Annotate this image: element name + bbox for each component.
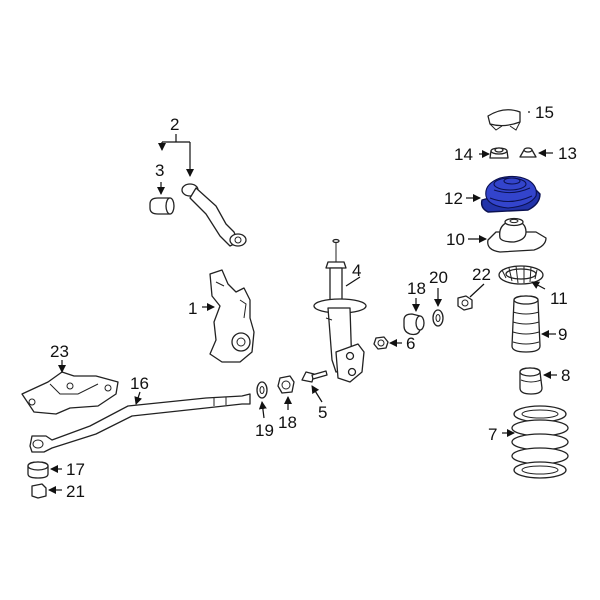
part-7-coil-spring[interactable] [511, 405, 569, 479]
callout-3[interactable]: 3 [155, 161, 164, 180]
callout-18-lower[interactable]: 18 [278, 413, 297, 432]
part-18-bushing-upper[interactable] [403, 313, 425, 336]
part-1-steering-knuckle[interactable] [209, 269, 255, 363]
part-15-cap[interactable] [487, 109, 521, 131]
part-19-washer[interactable] [256, 381, 268, 399]
part-12-strut-mount[interactable] [480, 175, 541, 213]
callout-5[interactable]: 5 [318, 403, 327, 422]
part-18-nut-lower[interactable] [277, 375, 295, 394]
callout-13[interactable]: 13 [558, 144, 577, 163]
leader-19 [258, 401, 267, 419]
callout-8[interactable]: 8 [561, 366, 570, 385]
part-11-spring-insulator[interactable] [498, 265, 544, 285]
part-4-strut[interactable] [313, 238, 367, 383]
callout-9[interactable]: 9 [558, 325, 567, 344]
part-5-bolt[interactable] [301, 370, 328, 383]
callout-21[interactable]: 21 [66, 482, 85, 501]
callout-23[interactable]: 23 [50, 342, 69, 361]
callout-10[interactable]: 10 [446, 230, 465, 249]
callout-12[interactable]: 12 [444, 189, 463, 208]
callout-15[interactable]: 15 [535, 103, 554, 122]
callout-22[interactable]: 22 [472, 265, 491, 284]
callout-14[interactable]: 14 [454, 145, 473, 164]
part-14-nut[interactable] [489, 147, 509, 159]
callout-19[interactable]: 19 [255, 421, 274, 440]
callout-4[interactable]: 4 [352, 261, 361, 280]
leader-11 [531, 281, 546, 290]
callout-17[interactable]: 17 [66, 460, 85, 479]
leader-16 [134, 391, 143, 405]
part-20-washer[interactable] [432, 309, 444, 327]
part-10-spring-seat[interactable] [487, 217, 547, 253]
part-17-bushing[interactable] [27, 461, 49, 479]
part-16-stabilizer-bar[interactable] [29, 393, 251, 453]
part-3-bushing[interactable] [149, 197, 175, 215]
part-2-control-arm[interactable] [181, 183, 247, 247]
part-13-nut[interactable] [519, 147, 537, 158]
leader-5 [311, 385, 323, 403]
part-9-dust-boot[interactable] [511, 295, 541, 353]
callout-18-upper[interactable]: 18 [407, 279, 426, 298]
callout-20[interactable]: 20 [429, 268, 448, 287]
callout-11[interactable]: 11 [550, 289, 568, 308]
part-6-nut[interactable] [373, 336, 389, 350]
callout-7[interactable]: 7 [488, 425, 497, 444]
part-8-bump-stop[interactable] [519, 367, 543, 395]
part-23-bracket[interactable] [21, 371, 119, 415]
part-22-nut[interactable] [457, 295, 473, 311]
callout-16[interactable]: 16 [130, 374, 149, 393]
callout-2[interactable]: 2 [170, 115, 179, 134]
part-21-clip[interactable] [31, 483, 47, 499]
leader-22 [469, 283, 485, 298]
leader-4 [345, 276, 361, 287]
callout-1[interactable]: 1 [188, 299, 197, 318]
callout-6[interactable]: 6 [406, 334, 415, 353]
